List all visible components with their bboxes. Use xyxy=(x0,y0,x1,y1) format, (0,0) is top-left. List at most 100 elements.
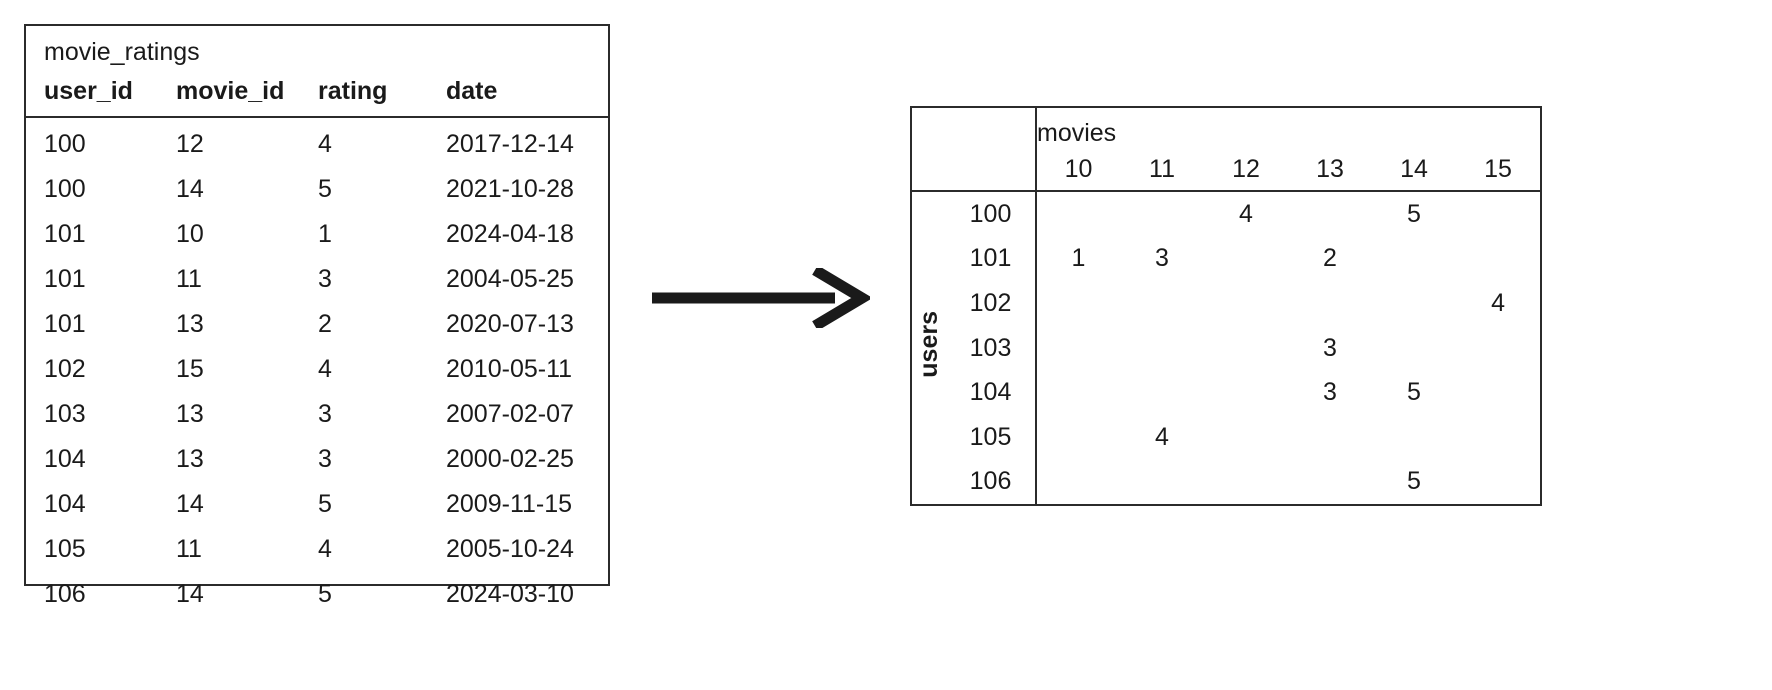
matrix-cell-105-15 xyxy=(1456,415,1540,460)
matrix-cell-101-11: 3 xyxy=(1155,244,1169,273)
table-row: 100 12 4 2017-12-14 xyxy=(26,117,608,167)
table-row: 105 11 4 2005-10-24 xyxy=(26,527,608,572)
matrix-cell-100-15 xyxy=(1456,191,1540,237)
matrix-axis-row: movies xyxy=(912,108,1540,148)
table-row: 101 10 1 2024-04-18 xyxy=(26,212,608,257)
cell-user-id: 104 xyxy=(44,490,86,518)
source-table-caption: movie_ratings xyxy=(44,38,200,66)
matrix-cell-105-11: 4 xyxy=(1155,422,1169,451)
matrix-cell-105-14 xyxy=(1372,415,1456,460)
matrix-cell-101-15 xyxy=(1456,237,1540,282)
matrix-cell-106-13 xyxy=(1288,459,1372,504)
cell-rating: 4 xyxy=(318,355,332,383)
matrix-cell-101-14 xyxy=(1372,237,1456,282)
cell-date: 2009-11-15 xyxy=(446,490,573,518)
matrix-cell-103-11 xyxy=(1120,326,1204,371)
matrix-cell-105-13 xyxy=(1288,415,1372,460)
cell-movie-id: 13 xyxy=(176,400,204,428)
source-table-panel: movie_ratings user_id movie_id rating da… xyxy=(24,24,610,608)
matrix-cell-102-15: 4 xyxy=(1491,288,1505,317)
matrix-cell-106-11 xyxy=(1120,459,1204,504)
cell-rating: 3 xyxy=(318,400,332,428)
cell-rating: 4 xyxy=(318,535,332,563)
cell-movie-id: 14 xyxy=(176,175,204,203)
table-row: 106 14 5 2024-03-10 xyxy=(26,572,608,617)
matrix-column-header-14: 14 xyxy=(1372,148,1456,192)
matrix-cell-105-10 xyxy=(1036,415,1120,460)
cell-rating: 5 xyxy=(318,175,332,203)
matrix-column-header-15: 15 xyxy=(1456,148,1541,192)
matrix-row: 104 3 5 xyxy=(912,370,1540,415)
matrix-cell-103-14 xyxy=(1372,326,1456,371)
matrix-cell-101-13: 2 xyxy=(1323,244,1337,273)
cell-movie-id: 13 xyxy=(176,445,204,473)
cell-date: 2024-04-18 xyxy=(446,220,574,248)
cell-movie-id: 14 xyxy=(176,490,204,518)
matrix-column-axis-label: movies xyxy=(1037,119,1117,147)
pivot-matrix-panel: movies 10 11 12 13 14 15 users 100 4 xyxy=(910,106,1542,506)
matrix-row: 106 5 xyxy=(912,459,1540,504)
matrix-cell-104-12 xyxy=(1204,370,1288,415)
cell-rating: 4 xyxy=(318,130,332,158)
table-row: 104 14 5 2009-11-15 xyxy=(26,482,608,527)
matrix-row-header-100: 100 xyxy=(946,191,1037,237)
cell-date: 2007-02-07 xyxy=(446,400,574,428)
cell-user-id: 100 xyxy=(44,175,86,203)
matrix-cell-102-14 xyxy=(1372,281,1456,326)
matrix-cell-102-13 xyxy=(1288,281,1372,326)
cell-user-id: 104 xyxy=(44,445,86,473)
matrix-row: 101 1 3 2 xyxy=(912,236,1540,282)
matrix-cell-100-13 xyxy=(1288,191,1372,237)
cell-date: 2021-10-28 xyxy=(446,175,574,203)
matrix-cell-106-12 xyxy=(1204,459,1288,504)
matrix-cell-104-10 xyxy=(1036,370,1120,415)
matrix-cell-104-14: 5 xyxy=(1407,378,1421,407)
cell-user-id: 106 xyxy=(44,580,86,608)
matrix-cell-100-10 xyxy=(1036,191,1120,237)
matrix-row-header-103: 103 xyxy=(946,325,1037,371)
matrix-column-header-13: 13 xyxy=(1288,148,1372,192)
cell-rating: 5 xyxy=(318,490,332,518)
matrix-row: 102 4 xyxy=(912,281,1540,326)
matrix-column-header-row: 10 11 12 13 14 15 xyxy=(912,148,1541,192)
cell-rating: 2 xyxy=(318,310,332,338)
cell-movie-id: 10 xyxy=(176,220,204,248)
cell-movie-id: 11 xyxy=(176,535,202,563)
matrix-row-header-101: 101 xyxy=(946,236,1037,282)
table-row: 101 11 3 2004-05-25 xyxy=(26,257,608,302)
table-row: 100 14 5 2021-10-28 xyxy=(26,167,608,212)
table-row: 101 13 2 2020-07-13 xyxy=(26,302,608,347)
column-header-movie-id: movie_id xyxy=(176,73,318,118)
column-header-user-id: user_id xyxy=(26,73,176,118)
matrix-cell-102-12 xyxy=(1204,281,1288,326)
source-table-header-row: user_id movie_id rating date xyxy=(26,73,608,118)
matrix-cell-100-11 xyxy=(1120,191,1204,237)
matrix-row-header-106: 106 xyxy=(946,459,1037,504)
matrix-column-header-11: 11 xyxy=(1120,148,1204,192)
matrix-cell-106-15 xyxy=(1456,459,1540,504)
cell-date: 2017-12-14 xyxy=(446,130,574,158)
cell-user-id: 102 xyxy=(44,355,86,383)
matrix-cell-102-11 xyxy=(1120,281,1204,326)
matrix-cell-103-10 xyxy=(1036,326,1120,371)
matrix-row-header-102: 102 xyxy=(946,281,1037,326)
cell-rating: 3 xyxy=(318,445,332,473)
matrix-cell-101-12 xyxy=(1204,237,1288,282)
cell-rating: 1 xyxy=(318,220,332,248)
matrix-cell-105-12 xyxy=(1204,415,1288,460)
matrix-cell-100-14: 5 xyxy=(1407,199,1421,228)
matrix-corner-cell xyxy=(912,148,1037,192)
matrix-cell-103-13: 3 xyxy=(1323,333,1337,362)
column-header-rating: rating xyxy=(318,73,446,118)
matrix-cell-103-12 xyxy=(1204,326,1288,371)
pivot-matrix-table: movies 10 11 12 13 14 15 users 100 4 xyxy=(912,108,1541,504)
matrix-cell-100-12: 4 xyxy=(1239,199,1253,228)
matrix-row-axis-label: users xyxy=(914,311,943,378)
matrix-cell-104-11 xyxy=(1120,370,1204,415)
matrix-row-axis-label-cell: users xyxy=(912,191,946,504)
cell-user-id: 103 xyxy=(44,400,86,428)
cell-movie-id: 11 xyxy=(176,265,202,293)
cell-rating: 5 xyxy=(318,580,332,608)
cell-user-id: 105 xyxy=(44,535,86,563)
cell-movie-id: 13 xyxy=(176,310,204,338)
